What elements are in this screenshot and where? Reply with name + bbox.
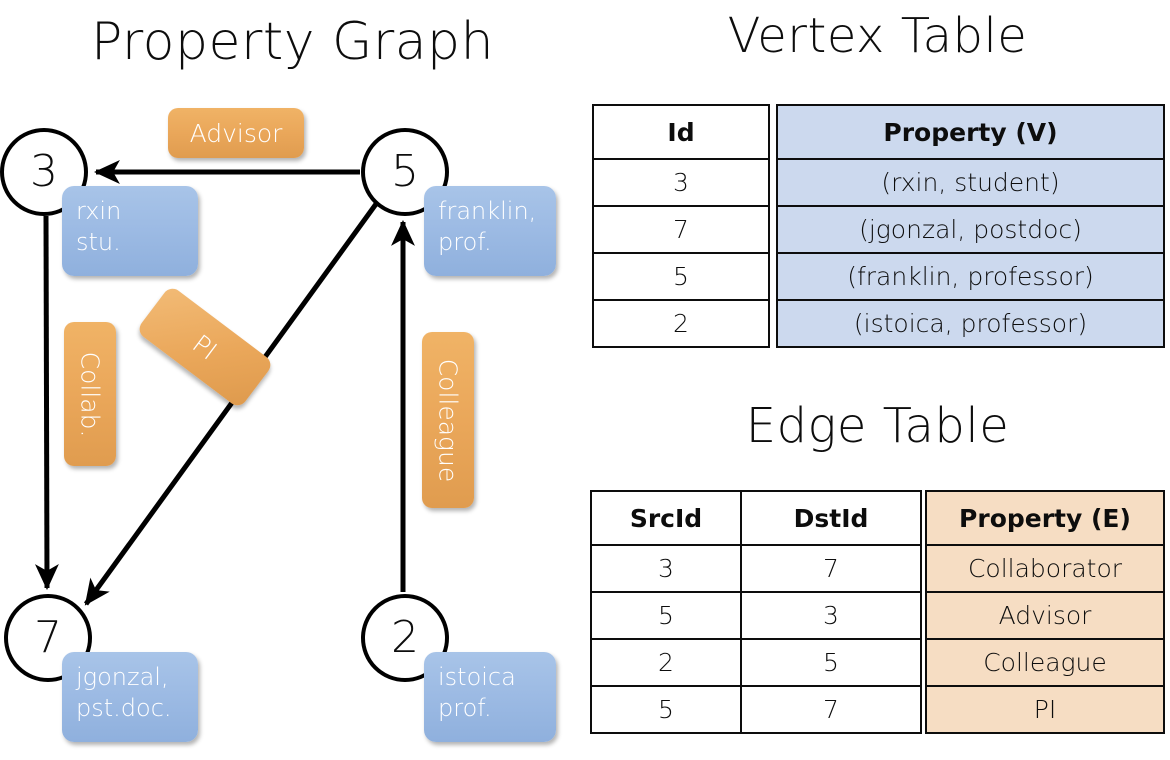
vertex-callout-7-line1: jgonzal, [76, 663, 169, 691]
edge-table-header-dstid: DstId [740, 490, 922, 546]
edge-cell-property: Collaborator [925, 544, 1165, 593]
edge-callout-collab[interactable]: Collab. [64, 322, 116, 466]
vertex-table-id-column: Id 3 7 5 2 [592, 104, 770, 348]
vertex-cell-property: (istoica, professor) [776, 299, 1165, 348]
table-row[interactable]: 2 5 [590, 638, 922, 687]
vertex-cell-id: 7 [592, 205, 770, 254]
edge-callout-colleague-label: Colleague [433, 358, 463, 482]
vertex-callout-2-line2: prof. [438, 693, 492, 722]
graph-node-5-label: 5 [391, 146, 419, 197]
table-row[interactable]: PI [925, 685, 1165, 734]
edge-table-key-columns: SrcId DstId 3 7 5 3 2 5 5 7 [590, 490, 922, 734]
edge-arrow-collab [34, 215, 59, 591]
edge-callout-collab-label: Collab. [75, 351, 105, 437]
vertex-callout-3[interactable]: rxin stu. [62, 186, 198, 276]
table-row[interactable]: Collaborator [925, 544, 1165, 593]
vertex-cell-property: (jgonzal, postdoc) [776, 205, 1165, 254]
vertex-table-header-id: Id [592, 104, 770, 160]
property-graph-diagram: 3 5 7 2 rxin stu. franklin, prof. jgonza… [0, 108, 556, 742]
vertex-cell-id: 2 [592, 299, 770, 348]
graph-node-3-label: 3 [30, 146, 58, 197]
table-row[interactable]: 2 [592, 299, 770, 348]
vertex-callout-5-line1: franklin, [438, 197, 537, 225]
table-row[interactable]: (istoica, professor) [776, 299, 1165, 348]
vertex-callout-5-line2: prof. [438, 227, 492, 256]
graph-node-2[interactable]: 2 [361, 594, 449, 682]
edge-table-property-column: Property (E) Collaborator Advisor Collea… [925, 490, 1165, 734]
edge-table-header-property: Property (E) [925, 490, 1165, 546]
vertex-callout-3-line2: stu. [76, 227, 121, 256]
vertex-callout-2-line1: istoica [438, 663, 516, 691]
page-title-vertex-table: Vertex Table [727, 8, 1028, 64]
table-row[interactable]: 7 [592, 205, 770, 254]
graph-edge-arrows [34, 160, 415, 606]
table-header-row: Id [592, 104, 770, 160]
vertex-callout-2[interactable]: istoica prof. [424, 652, 556, 742]
vertex-table-property-column: Property (V) (rxin, student) (jgonzal, p… [776, 104, 1165, 348]
vertex-callout-7-line2: pst.doc. [76, 693, 172, 722]
table-row[interactable]: (franklin, professor) [776, 252, 1165, 301]
table-row[interactable]: Colleague [925, 638, 1165, 687]
edge-cell-dstid: 7 [740, 544, 922, 593]
table-row[interactable]: Advisor [925, 591, 1165, 640]
edge-cell-property: PI [925, 685, 1165, 734]
edge-cell-srcid: 5 [590, 685, 742, 734]
edge-table-header-srcid: SrcId [590, 490, 742, 546]
table-row[interactable]: (jgonzal, postdoc) [776, 205, 1165, 254]
vertex-callout-7[interactable]: jgonzal, pst.doc. [62, 652, 198, 742]
vertex-cell-property: (rxin, student) [776, 158, 1165, 207]
graph-node-7-label: 7 [34, 612, 62, 663]
edge-cell-dstid: 7 [740, 685, 922, 734]
vertex-cell-id: 3 [592, 158, 770, 207]
table-row[interactable]: 5 [592, 252, 770, 301]
vertex-callout-3-line1: rxin [76, 197, 122, 225]
vertex-cell-id: 5 [592, 252, 770, 301]
vertex-cell-property: (franklin, professor) [776, 252, 1165, 301]
table-header-row: Property (V) [776, 104, 1165, 160]
edge-callout-pi-label: PI [187, 328, 223, 366]
table-row[interactable]: 3 7 [590, 544, 922, 593]
edge-cell-property: Colleague [925, 638, 1165, 687]
vertex-table-header-property: Property (V) [776, 104, 1165, 160]
table-row[interactable]: 5 7 [590, 685, 922, 734]
table-row[interactable]: 5 3 [590, 591, 922, 640]
vertex-callout-5[interactable]: franklin, prof. [424, 186, 556, 276]
edge-arrow-pi [83, 202, 379, 606]
edge-cell-property: Advisor [925, 591, 1165, 640]
edge-cell-srcid: 5 [590, 591, 742, 640]
page-title-property-graph: Property Graph [90, 12, 495, 72]
edge-callout-colleague[interactable]: Colleague [422, 332, 474, 508]
edge-cell-srcid: 3 [590, 544, 742, 593]
page-title-edge-table: Edge Table [745, 398, 1010, 454]
graph-node-5[interactable]: 5 [361, 128, 449, 216]
edge-cell-dstid: 5 [740, 638, 922, 687]
edge-cell-srcid: 2 [590, 638, 742, 687]
edge-callout-advisor[interactable]: Advisor [168, 108, 304, 158]
table-header-row: SrcId DstId [590, 490, 922, 546]
edge-callout-advisor-label: Advisor [189, 118, 283, 148]
edge-cell-dstid: 3 [740, 591, 922, 640]
graph-node-2-label: 2 [391, 612, 419, 663]
table-header-row: Property (E) [925, 490, 1165, 546]
table-row[interactable]: 3 [592, 158, 770, 207]
table-row[interactable]: (rxin, student) [776, 158, 1165, 207]
